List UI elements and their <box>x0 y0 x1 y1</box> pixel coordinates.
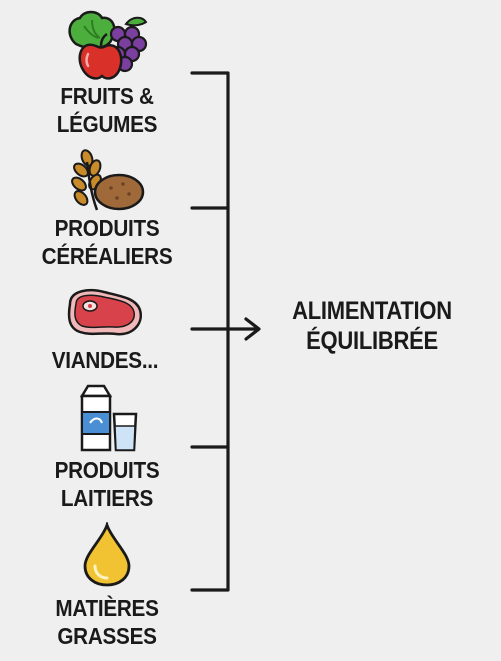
label-line: LÉGUMES <box>56 111 158 137</box>
label-line: VIANDES... <box>51 347 159 373</box>
label-line: PRODUITS <box>54 215 160 241</box>
label-line: LAITIERS <box>60 485 154 511</box>
arrow-head <box>244 317 261 341</box>
category-cereals: PRODUITS CÉRÉALIERS <box>2 148 212 270</box>
category-label: PRODUITS LAITIERS <box>13 456 202 512</box>
category-label: PRODUITS CÉRÉALIERS <box>13 214 202 270</box>
label-line: FRUITS & <box>60 83 154 109</box>
result-line: ÉQUILIBRÉE <box>306 327 438 355</box>
label-line: GRASSES <box>57 623 157 649</box>
category-label: MATIÈRES GRASSES <box>13 594 202 650</box>
result-label: ALIMENTATION ÉQUILIBRÉE <box>275 296 469 356</box>
result-line: ALIMENTATION <box>292 297 452 325</box>
category-fats: MATIÈRES GRASSES <box>2 522 212 650</box>
label-line: CÉRÉALIERS <box>41 243 173 269</box>
category-label: VIANDES... <box>11 346 200 374</box>
bracket-line <box>190 71 230 592</box>
steak-icon <box>67 288 143 336</box>
category-label: FRUITS & LÉGUMES <box>13 82 202 138</box>
fruits-vegetables-icon <box>68 10 148 80</box>
category-dairy: PRODUITS LAITIERS <box>2 382 212 512</box>
label-line: MATIÈRES <box>55 595 159 621</box>
wheat-potato-icon <box>71 149 145 211</box>
category-meat: VIANDES... <box>0 284 210 374</box>
oil-drop-icon <box>83 522 131 587</box>
milk-carton-glass-icon <box>79 384 138 452</box>
category-fruits-vegetables: FRUITS & LÉGUMES <box>2 8 212 138</box>
label-line: PRODUITS <box>54 457 160 483</box>
